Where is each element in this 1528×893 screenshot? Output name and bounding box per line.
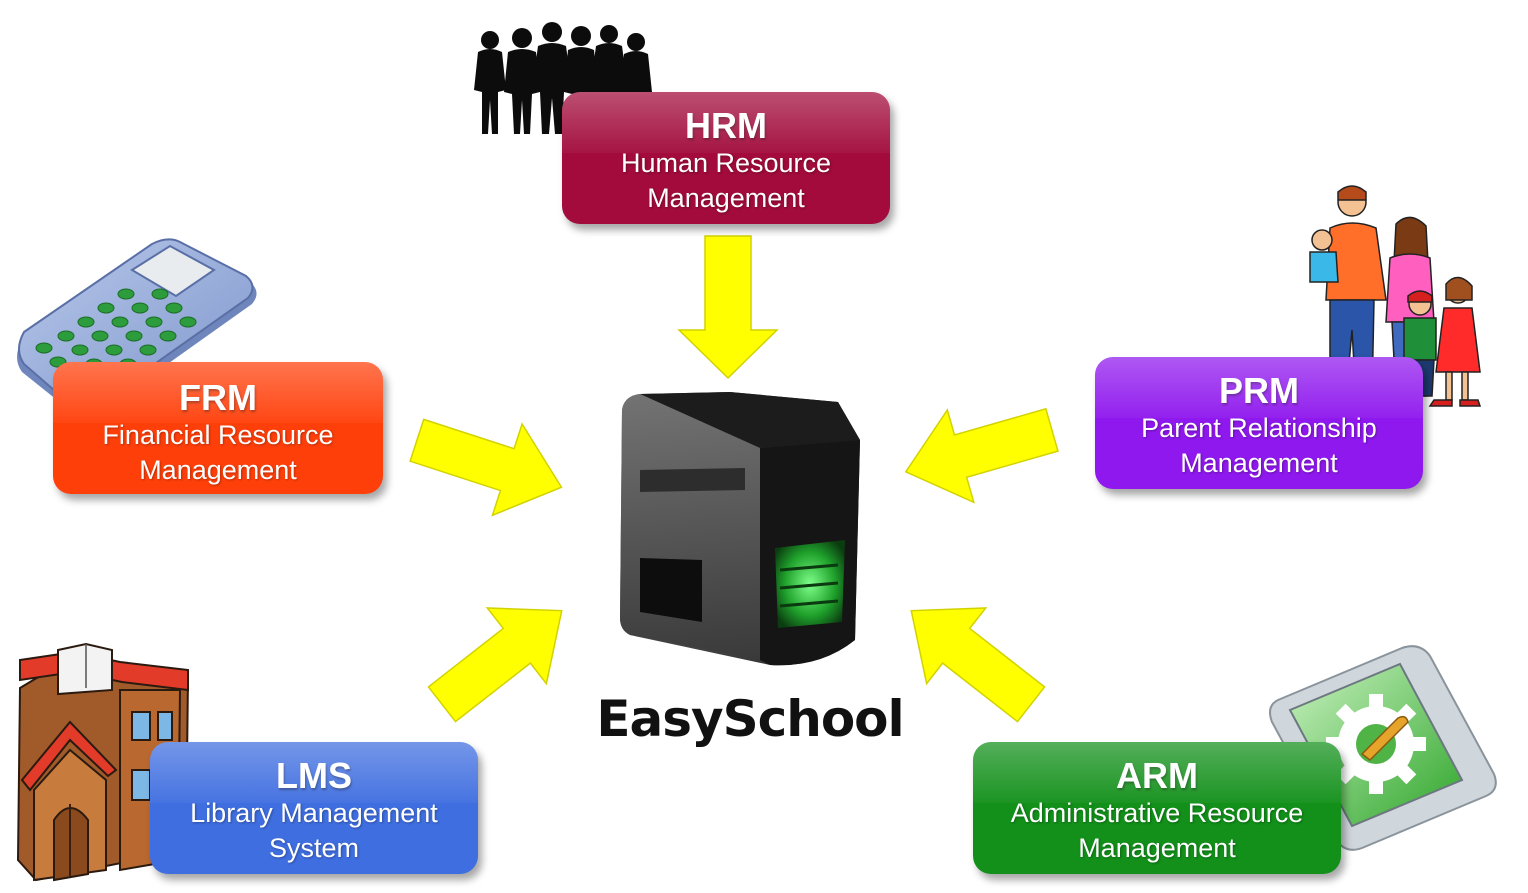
arrow-lms-up bbox=[427, 607, 563, 723]
frm-line-2: Management bbox=[139, 455, 297, 485]
hrm-module-box: HRM Human Resource Management bbox=[562, 92, 890, 224]
prm-abbreviation: PRM bbox=[1219, 370, 1299, 411]
lms-line-1: Library Management bbox=[190, 798, 438, 828]
arrow-frm-right bbox=[409, 418, 563, 517]
arm-line-1: Administrative Resource bbox=[1010, 798, 1304, 828]
prm-line-2: Management bbox=[1180, 448, 1338, 478]
frm-line-1: Financial Resource bbox=[102, 420, 334, 450]
prm-line-1: Parent Relationship bbox=[1141, 413, 1377, 443]
family-icon bbox=[1309, 185, 1482, 407]
hrm-abbreviation: HRM bbox=[685, 105, 767, 146]
arm-line-2: Management bbox=[1078, 833, 1236, 863]
server-device-icon bbox=[620, 392, 860, 666]
lms-line-2: System bbox=[268, 833, 360, 863]
arrows bbox=[409, 235, 1059, 723]
lms-module-box: LMS Library Management System bbox=[150, 742, 478, 874]
arrow-arm-up bbox=[910, 607, 1046, 723]
frm-module-box: FRM Financial Resource Management bbox=[53, 362, 383, 494]
lms-abbreviation: LMS bbox=[276, 755, 352, 796]
arrow-prm-left bbox=[904, 407, 1059, 504]
prm-module-box: PRM Parent Relationship Management bbox=[1095, 357, 1423, 489]
hrm-line-1: Human Resource bbox=[620, 148, 832, 178]
center-title: EasySchool bbox=[596, 690, 904, 748]
hrm-line-2: Management bbox=[647, 183, 805, 213]
arm-module-box: ARM Administrative Resource Management bbox=[973, 742, 1341, 874]
frm-abbreviation: FRM bbox=[179, 377, 257, 418]
arm-abbreviation: ARM bbox=[1116, 755, 1198, 796]
arrow-hrm-down bbox=[677, 235, 779, 380]
